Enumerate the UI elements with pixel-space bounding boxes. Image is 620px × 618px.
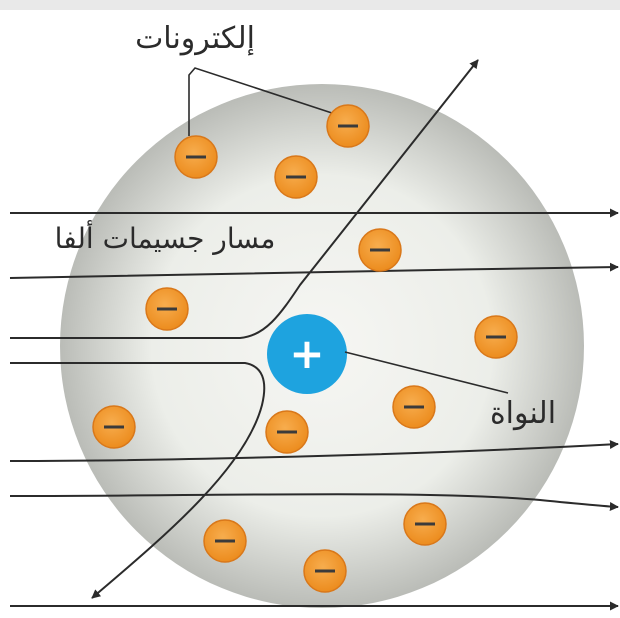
alpha-path-label: مسار جسيمات ألفا bbox=[55, 219, 276, 255]
electrons-label: إلكترونات bbox=[135, 21, 255, 56]
nucleus-plus-sign: + bbox=[289, 329, 324, 378]
nucleus-label: النواة bbox=[490, 396, 556, 431]
